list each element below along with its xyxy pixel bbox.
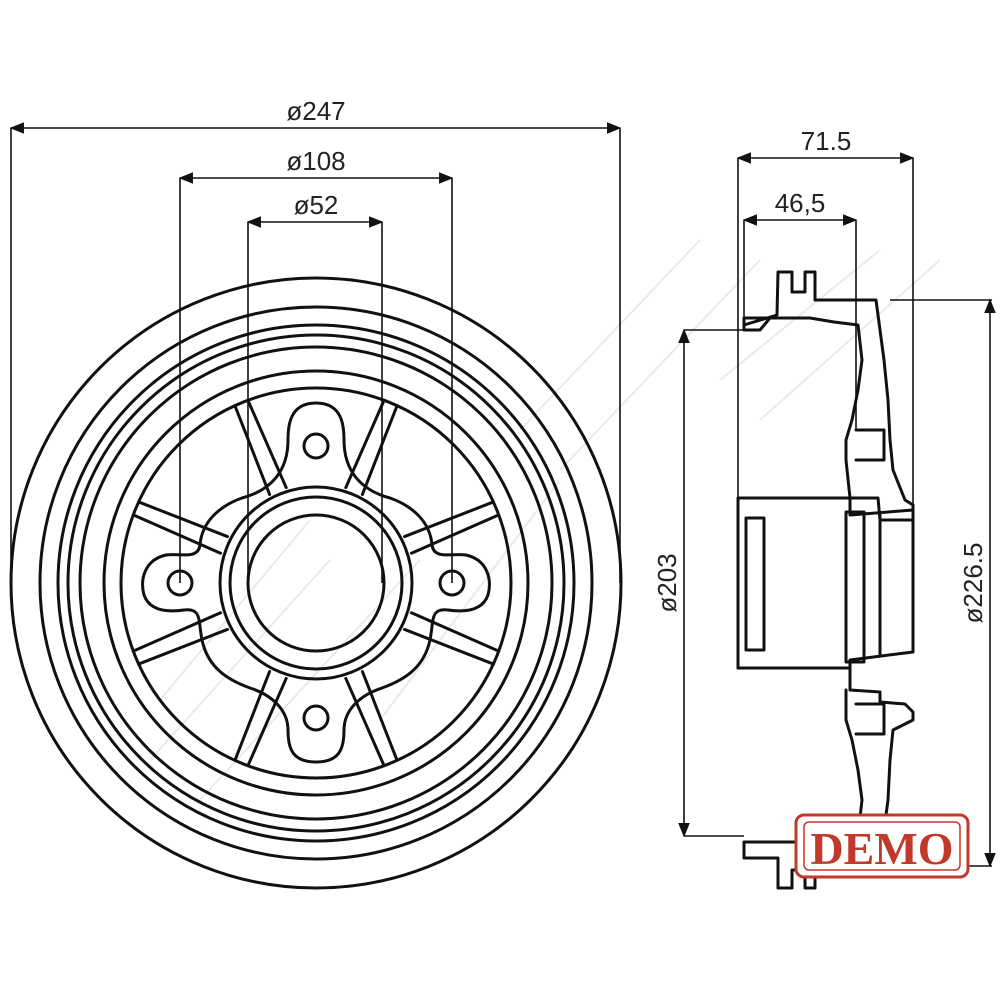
section-lower-step [854, 702, 886, 736]
rim-ring-5 [78, 345, 554, 821]
spoke-6 [233, 398, 288, 496]
rim-ring-6 [102, 369, 530, 797]
spoke-3 [233, 670, 288, 768]
section-upper-step [854, 428, 886, 462]
front-view: ø247 ø108 ø52 [9, 96, 623, 890]
dimension-bolt-circle: ø108 [178, 146, 454, 583]
drum-diameter-label: ø226.5 [958, 543, 988, 624]
spokes [131, 398, 501, 768]
spoke-7 [344, 398, 399, 496]
section-hub-groove [844, 510, 866, 664]
hub-outer-circle [218, 485, 414, 681]
dimension-flange-height: 46,5 [742, 188, 858, 430]
outer-diameter-label: ø247 [286, 96, 345, 126]
dimension-center-bore: ø52 [246, 190, 384, 583]
section-upper-profile [742, 270, 915, 522]
total-height-label: 71.5 [801, 126, 852, 156]
bolt-hole-bottom [302, 704, 330, 732]
rim-ring-3 [56, 323, 576, 843]
spoke-5 [131, 500, 229, 555]
spoke-8 [403, 500, 501, 555]
hub-mid-circle [228, 495, 404, 671]
side-view: 71.5 46,5 ø203 ø226.5 [652, 126, 996, 890]
flange-height-label: 46,5 [775, 188, 826, 218]
section-hub-left-bearing [744, 516, 766, 652]
demo-watermark-stamp: DEMO [794, 813, 970, 879]
hub-flange [141, 401, 491, 764]
section-upper-lip [742, 316, 772, 332]
inner-diameter-label: ø203 [652, 553, 682, 612]
spoke-ring [119, 386, 513, 780]
spoke-4 [131, 611, 229, 666]
bolt-hole-top [302, 432, 330, 460]
spoke-1 [403, 611, 501, 666]
dimension-outer-diameter: ø247 [9, 96, 622, 583]
center-bore-label: ø52 [294, 190, 339, 220]
demo-label: DEMO [810, 823, 953, 874]
dimension-inner-diameter: ø203 [652, 328, 744, 838]
dimension-total-height: 71.5 [736, 126, 915, 505]
center-bore-circle [246, 513, 386, 653]
bolt-circle-label: ø108 [286, 146, 345, 176]
dimension-drum-diameter: ø226.5 [890, 298, 996, 868]
rim-ring-4 [66, 333, 566, 833]
rim-ring-2 [38, 305, 594, 861]
spoke-2 [344, 670, 399, 768]
